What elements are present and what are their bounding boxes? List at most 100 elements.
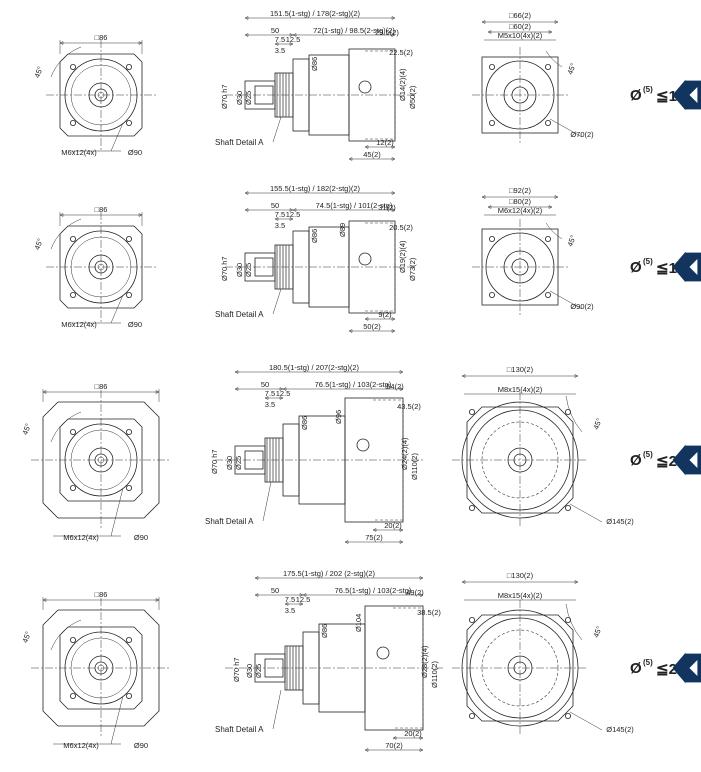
side-dia50-dim: Ø50(2)	[408, 85, 417, 109]
rear-pcd-dim: Ø90(2)	[570, 302, 594, 311]
arrow-head	[289, 217, 294, 221]
size-label-group: Ø(5)≦19	[630, 251, 701, 283]
rear-square2-dim: □80(2)	[509, 197, 532, 206]
rear-pcd-dim: Ø145(2)	[606, 725, 634, 734]
arrow-head	[487, 205, 492, 209]
angle-arc	[50, 411, 82, 443]
rear-bolt-hole	[545, 235, 552, 242]
arrow-head	[391, 157, 396, 161]
rear-square1-dim: □66(2)	[509, 11, 532, 20]
arrow-head	[419, 736, 424, 740]
front-angle-dim: 45°	[32, 237, 44, 251]
arrow-head	[59, 213, 64, 217]
arrow-head	[344, 540, 349, 544]
rear-square1-dim: □92(2)	[509, 186, 532, 195]
arrow-head	[59, 41, 64, 45]
rear-bolt-hole	[545, 120, 552, 127]
rear-bolt-hole	[545, 291, 552, 298]
side-12-5-dim: 12.5	[286, 35, 301, 44]
arrow-head	[42, 598, 47, 602]
side-50-dim: 50	[261, 380, 269, 389]
rear-bolt-hole	[488, 235, 495, 242]
arrow-head	[391, 33, 396, 37]
arrow-head	[138, 41, 143, 45]
arrow-head	[391, 329, 396, 333]
side-dia70-dim: Ø70 h7	[210, 449, 219, 474]
rear-angle-arc	[545, 50, 563, 68]
arrow-head	[289, 33, 294, 37]
bolt-hole	[126, 484, 133, 491]
rear-angle-dim: 45°	[591, 625, 603, 639]
rear-bolt-hole	[545, 64, 552, 71]
leader-line	[110, 294, 124, 324]
size-label-sup: (5)	[643, 658, 653, 667]
side-12-dim: 20(2)	[384, 521, 402, 530]
side-dia70-dim: Ø70 h7	[220, 256, 229, 281]
front-pcd-dim: Ø90	[128, 148, 142, 157]
side-overall-dim: 175.5(1-stg) / 202 (2-stg)(2)	[283, 569, 376, 578]
bolt-hole	[70, 637, 77, 644]
arrow-head	[419, 748, 424, 752]
shaft-detail-leader	[272, 288, 282, 315]
angle-arc	[50, 46, 82, 78]
rear-square-outline	[466, 406, 574, 514]
side-72-dim: 76.5(1-stg) / 103(2-stg)	[315, 380, 392, 389]
side-22-5-dim: 38.5(2)	[417, 608, 441, 617]
side-29-dim: 31(2)	[378, 203, 396, 212]
bolt-hole	[70, 120, 77, 127]
arrow-head	[391, 208, 396, 212]
arrow-head	[574, 374, 579, 378]
side-12-5-dim: 12.5	[296, 595, 311, 604]
side-dia86-dim: Ø86	[320, 624, 329, 638]
large-flange-outline	[42, 401, 160, 519]
arrow-head	[138, 213, 143, 217]
arrow-head	[155, 390, 160, 394]
front-pcd-dim: Ø90	[134, 533, 148, 542]
size-marker-inner-arrow	[689, 660, 698, 676]
side-dia14-dim: Ø28(2)(4)	[420, 645, 429, 678]
motor-interface-hidden	[365, 50, 396, 140]
arrow-head	[279, 396, 284, 400]
arrow-head	[234, 387, 239, 391]
side-dia25-dim: Ø25	[254, 664, 263, 678]
rear-bolt-dim: M8x15(4x)(2)	[498, 591, 543, 600]
arrow-head	[274, 217, 279, 221]
shaft-detail-label: Shaft Detail A	[215, 725, 264, 734]
side-45-dim: 75(2)	[365, 533, 383, 542]
side-12-5-dim: 12.5	[286, 210, 301, 219]
arrow-head	[274, 42, 279, 46]
rear-square2-dim: □60(2)	[509, 22, 532, 31]
side-dia14-dim: Ø24(2)(4)	[400, 437, 409, 470]
pcd-leader	[569, 503, 603, 523]
size-label-symbol: Ø	[630, 259, 642, 276]
side-22-5-dim: 43.5(2)	[397, 402, 421, 411]
size-label-sup: (5)	[643, 450, 653, 459]
side-50-dim: 50	[271, 26, 279, 35]
arrow-head	[289, 42, 294, 46]
side-overall-dim: 155.5(1-stg) / 182(2-stg)(2)	[270, 184, 361, 193]
arrow-head	[419, 593, 424, 597]
side-7-5-dim: 7.5	[275, 210, 285, 219]
pcd-leader	[569, 711, 603, 731]
clamp-hole	[358, 80, 372, 94]
arrow-head	[481, 195, 486, 199]
arrow-head	[461, 580, 466, 584]
pcd-leader	[549, 118, 583, 138]
arrow-head	[348, 157, 353, 161]
arrow-head	[279, 387, 284, 391]
arrow-head	[399, 370, 404, 374]
arrow-head	[391, 317, 396, 321]
side-72-dim: 72(1-stg) / 98.5(2-stg)(2)	[313, 26, 395, 35]
front-bolt-dim: M6x12(4x)	[63, 533, 99, 542]
rear-bolt-hole	[468, 713, 475, 720]
bolt-hole	[126, 637, 133, 644]
leader-line	[110, 695, 124, 745]
side-dia14-dim: Ø14(2)(4)	[398, 68, 407, 101]
arrow-head	[548, 205, 553, 209]
rear-angle-arc	[545, 222, 563, 240]
large-flange-outline	[42, 609, 160, 727]
